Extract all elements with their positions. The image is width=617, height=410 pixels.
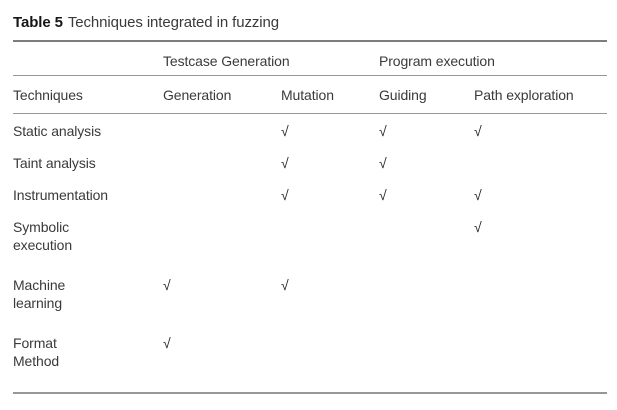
empty-cell (379, 326, 474, 334)
checkmark: √ (281, 155, 289, 171)
checkmark: √ (474, 187, 482, 203)
table-row: Static analysis √ √ √ (13, 114, 607, 146)
technique-name-line: execution (13, 237, 73, 253)
column-header-techniques: Techniques (13, 86, 83, 103)
technique-name: Static analysis (13, 114, 163, 140)
checkmark: √ (474, 123, 482, 139)
technique-name: Taint analysis (13, 146, 163, 172)
table-number: Table 5 (13, 14, 63, 31)
empty-cell (281, 326, 379, 334)
technique-name: Machine learning (13, 268, 163, 312)
table-row: Taint analysis √ √ (13, 146, 607, 178)
technique-name-line: Taint analysis (13, 155, 96, 171)
technique-name-line: Static analysis (13, 123, 101, 139)
checkmark: √ (379, 123, 387, 139)
group-header-testcase-generation: Testcase Generation (163, 53, 290, 69)
checkmark: √ (163, 277, 171, 293)
technique-name: Symbolic execution (13, 210, 163, 254)
column-header-generation: Generation (163, 86, 232, 103)
checkmark: √ (281, 187, 289, 203)
table-row: Instrumentation √ √ √ (13, 178, 607, 210)
checkmark: √ (474, 219, 482, 235)
column-header-row: Techniques Generation Mutation Guiding P… (13, 76, 607, 113)
table-row: Machine learning √ √ (13, 268, 607, 326)
column-header-guiding: Guiding (379, 86, 427, 103)
checkmark: √ (163, 335, 171, 351)
technique-name-line: Instrumentation (13, 187, 108, 203)
empty-cell (474, 146, 607, 154)
technique-name-line: Machine (13, 277, 66, 293)
table-row: Symbolic execution √ (13, 210, 607, 268)
column-header-mutation: Mutation (281, 86, 334, 103)
table-body: Static analysis√√√Taint analysis√√Instru… (13, 114, 607, 384)
column-header-path-exploration: Path exploration (474, 86, 574, 103)
technique-name-line: Method (13, 353, 60, 369)
technique-name: Instrumentation (13, 178, 163, 204)
checkmark: √ (379, 187, 387, 203)
checkmark: √ (281, 277, 289, 293)
header-body-divider-rule (13, 113, 607, 114)
empty-cell (379, 268, 474, 276)
technique-name-line: Symbolic (13, 219, 69, 235)
empty-cell (281, 210, 379, 218)
table-bottom-rule (13, 392, 607, 394)
checkmark: √ (379, 155, 387, 171)
checkmark: √ (281, 123, 289, 139)
empty-cell (474, 268, 607, 276)
empty-cell (163, 178, 281, 186)
empty-cell (163, 146, 281, 154)
technique-name-line: Format (13, 335, 57, 351)
empty-cell (379, 210, 474, 218)
group-header-program-execution: Program execution (379, 53, 495, 69)
empty-cell (163, 210, 281, 218)
technique-name-line: learning (13, 295, 63, 311)
group-header-divider-rule (13, 75, 607, 76)
column-group-header-row: Testcase Generation Program execution (13, 42, 607, 75)
table-bottom-spacer (13, 384, 607, 392)
table-title-text: Techniques integrated in fuzzing (67, 14, 279, 31)
techniques-table: Testcase Generation Program execution Te… (13, 40, 607, 394)
empty-group-cell (13, 56, 163, 61)
table-top-rule (13, 40, 607, 42)
empty-cell (163, 114, 281, 122)
empty-cell (474, 326, 607, 334)
